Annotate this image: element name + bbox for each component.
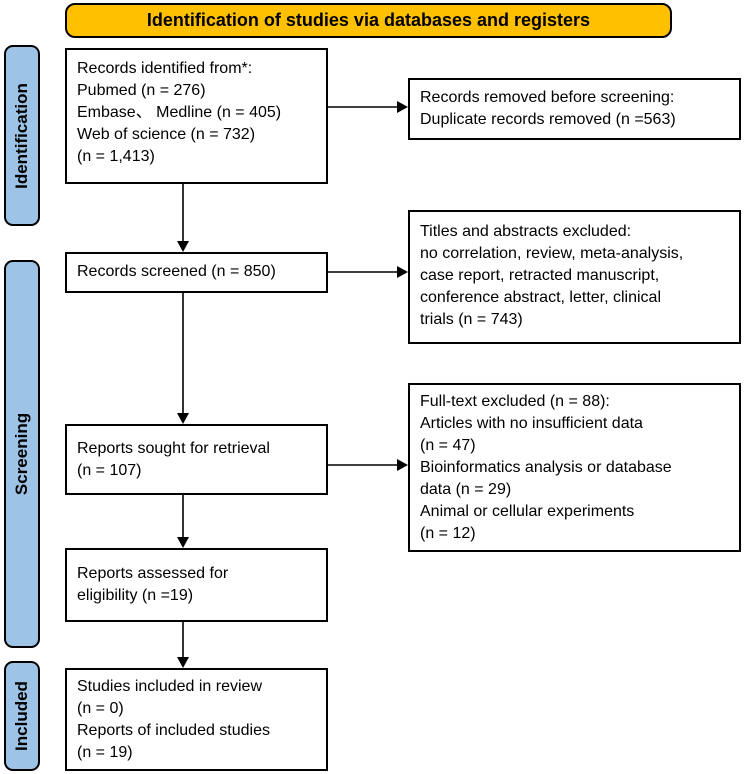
box-studies-included: Studies included in review (n = 0) Repor… (65, 668, 328, 771)
box-reports-assessed-line: Reports assessed for (77, 565, 229, 582)
box-studies-included-line: (n = 19) (77, 744, 133, 761)
box-records-screened-line: Records screened (n = 850) (77, 263, 276, 280)
box-records-identified: Records identified from*: Pubmed (n = 27… (65, 48, 328, 184)
arrow-identified-to-screened (177, 184, 189, 252)
stage-label-identification: Identification (4, 45, 40, 226)
arrow-assessed-to-included (177, 622, 189, 668)
stage-label-included: Included (4, 661, 40, 771)
box-records-identified-line: (n = 1,413) (77, 148, 155, 165)
box-reports-sought-line: (n = 107) (77, 462, 142, 479)
box-records-identified-line: Embase、 Medline (n = 405) (77, 104, 282, 121)
box-fulltext-excluded-line: data (n = 29) (420, 481, 512, 498)
box-records-screened: Records screened (n = 850) (65, 252, 328, 293)
box-studies-included-line: Reports of included studies (77, 722, 270, 739)
box-reports-sought: Reports sought for retrieval (n = 107) (65, 424, 328, 495)
stage-label-screening: Screening (4, 260, 40, 648)
box-fulltext-excluded-line: Full-text excluded (n = 88): (420, 393, 610, 410)
box-titles-abstracts-excluded-line: case report, retracted manuscript, (420, 267, 660, 284)
box-reports-sought-line: Reports sought for retrieval (77, 440, 270, 457)
box-records-identified-line: Pubmed (n = 276) (77, 82, 206, 99)
box-reports-assessed-line: eligibility (n =19) (77, 587, 194, 604)
arrow-identified-to-removed (328, 101, 408, 113)
box-titles-abstracts-excluded-line: no correlation, review, meta-analysis, (420, 245, 684, 262)
box-records-identified-line: Web of science (n = 732) (77, 126, 256, 143)
box-fulltext-excluded-line: Bioinformatics analysis or database (420, 459, 672, 476)
box-titles-abstracts-excluded-line: trials (n = 743) (420, 311, 523, 328)
box-studies-included-line: (n = 0) (77, 700, 124, 717)
arrow-sought-to-fulltext-excluded (328, 459, 408, 471)
arrow-screened-to-sought (177, 293, 189, 424)
box-fulltext-excluded-line: Articles with no insufficient data (420, 415, 643, 432)
box-reports-assessed: Reports assessed for eligibility (n =19) (65, 548, 328, 622)
diagram-title-banner: Identification of studies via databases … (65, 3, 672, 38)
box-titles-abstracts-excluded-line: Titles and abstracts excluded: (420, 223, 632, 240)
stage-label-included-text: Included (12, 681, 31, 751)
box-fulltext-excluded-line: (n = 47) (420, 437, 476, 454)
box-fulltext-excluded-line: (n = 12) (420, 525, 476, 542)
arrow-sought-to-assessed (177, 495, 189, 548)
box-records-removed-line: Duplicate records removed (n =563) (420, 111, 676, 128)
box-titles-abstracts-excluded-line: conference abstract, letter, clinical (420, 289, 662, 306)
box-studies-included-line: Studies included in review (77, 678, 262, 695)
box-titles-abstracts-excluded: Titles and abstracts excluded: no correl… (408, 210, 741, 344)
box-fulltext-excluded-line: Animal or cellular experiments (420, 503, 635, 520)
stage-label-screening-text: Screening (12, 412, 32, 496)
box-records-removed-line: Records removed before screening: (420, 89, 675, 106)
stage-label-identification-text: Identification (12, 82, 31, 189)
box-records-removed: Records removed before screening: Duplic… (408, 78, 741, 140)
box-records-identified-line: Records identified from*: (77, 60, 253, 77)
diagram-title: Identification of studies via databases … (146, 10, 591, 30)
arrow-screened-to-titles-excluded (328, 266, 408, 278)
box-fulltext-excluded: Full-text excluded (n = 88): Articles wi… (408, 383, 741, 552)
